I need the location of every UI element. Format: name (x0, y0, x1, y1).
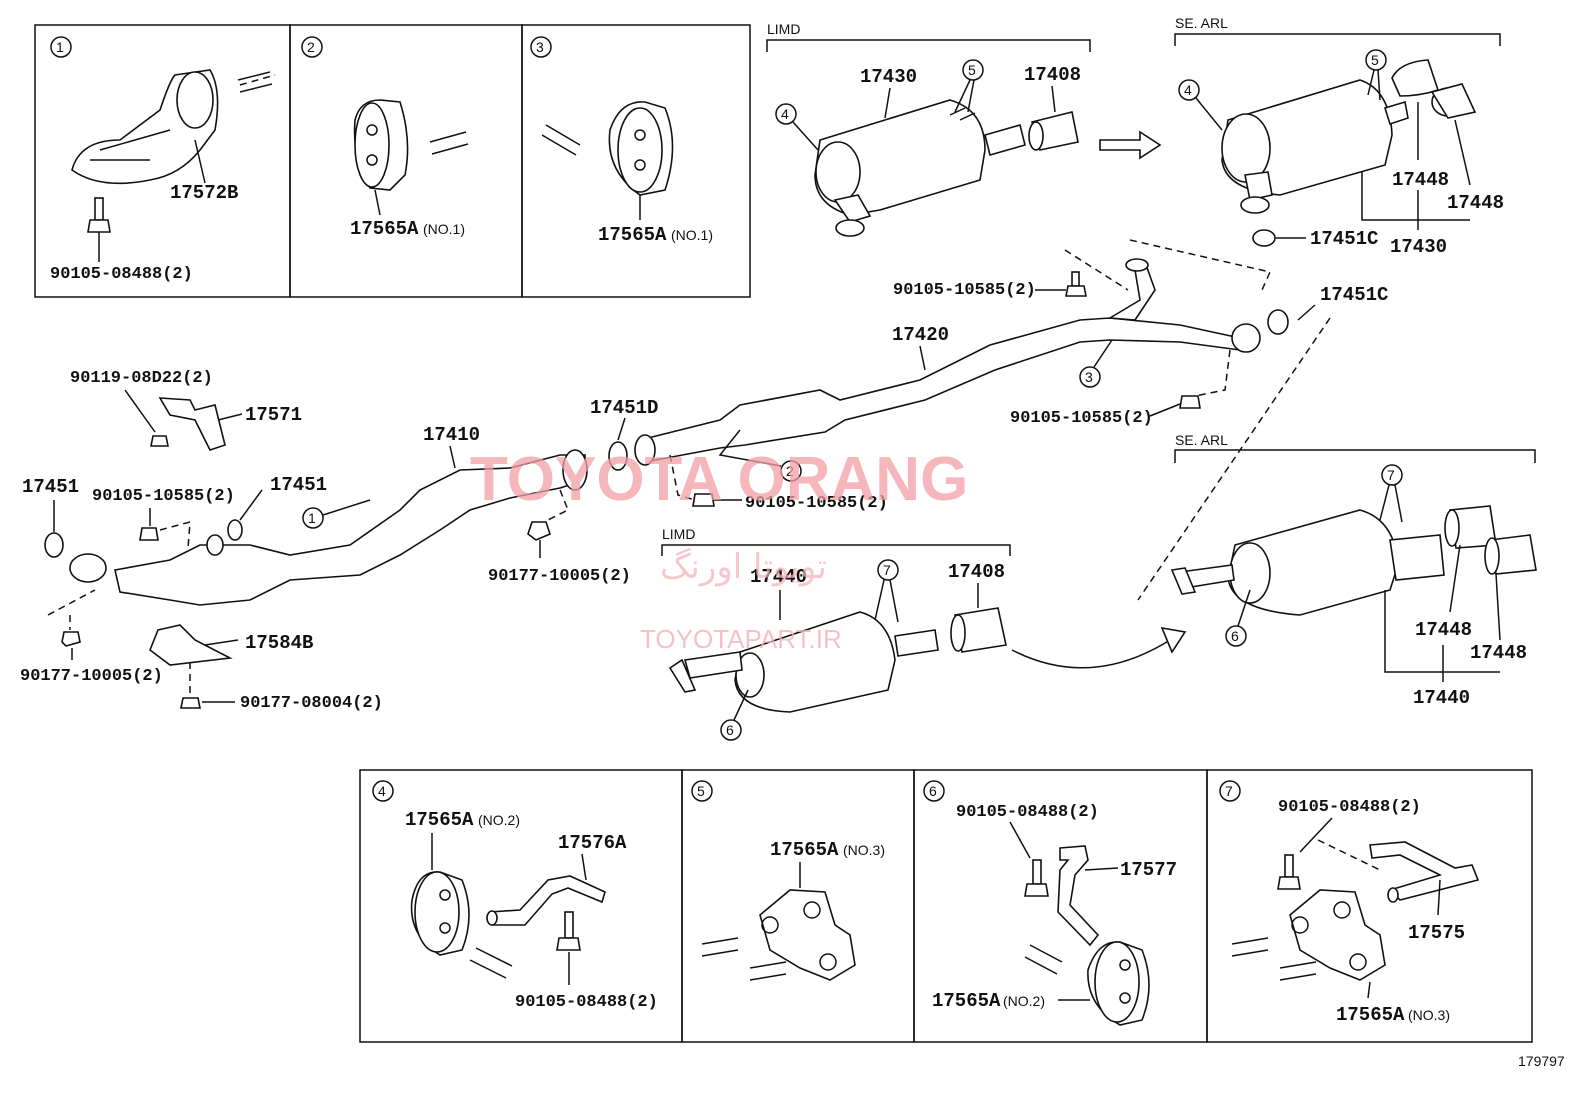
label-17576A: 17576A (558, 832, 627, 854)
label-17565A-no1-a: 17565A (350, 218, 419, 240)
watermark: TOYOTA ORANG تویوتا اورنگ TOYOTAPART.IR (470, 445, 968, 654)
label-17448-a: 17448 (1392, 169, 1449, 191)
inset-box-7: 7 90105-08488(2) 17575 17565A (NO.3) (1206, 769, 1533, 1043)
label-90105-08488-d: 90105-08488(2) (1278, 798, 1421, 817)
label-17451C-a: 17451C (1310, 228, 1378, 250)
label-17565A-no3-a: 17565A (770, 839, 839, 861)
inset-box-6: 6 90105-08488(2) 17577 17565A (NO.2) (913, 769, 1208, 1043)
label-no2-a: (NO.2) (478, 812, 520, 828)
callout-4-bottom: 4 (378, 783, 386, 799)
inset-box-5: 5 17565A (NO.3) (681, 769, 915, 1043)
limd-mid-group: LIMD 17440 7 17408 6 (661, 526, 1187, 741)
callout-5-bottom: 5 (697, 783, 705, 799)
callout-3-center: 3 (1085, 369, 1093, 385)
label-90105-08488-c: 90105-08488(2) (956, 803, 1099, 822)
callout-5-top-se: 5 (1371, 52, 1379, 68)
limd-top-group: LIMD 4 17430 5 17408 (766, 21, 1162, 237)
watermark-site: TOYOTAPART.IR (640, 624, 842, 654)
label-90105-10585-d: 90105-10585(2) (92, 487, 235, 506)
se-arl-mid-group: SE. ARL 7 6 17448 17448 17440 (1170, 432, 1537, 709)
label-17572B: 17572B (170, 182, 238, 204)
center-pipe-group: 17451C 17420 90105-10585(2) 90105-10585(… (634, 239, 1388, 601)
inset-box-2: 2 17565A (NO.1) (289, 24, 523, 298)
callout-7-mid: 7 (883, 562, 891, 578)
inset-box-1: 1 17572B 90105-08488(2) (34, 24, 291, 298)
front-pipe-group: 17451D 17410 1 90177-10005(2) 90119-08D2… (20, 369, 658, 713)
label-17430-a: 17430 (860, 66, 917, 88)
label-limd-mid: LIMD (662, 526, 695, 542)
label-17448-d: 17448 (1470, 642, 1527, 664)
label-no1-b: (NO.1) (671, 227, 713, 243)
label-17410: 17410 (423, 424, 480, 446)
callout-1: 1 (56, 39, 64, 55)
label-90105-10585-c: 90105-10585(2) (745, 494, 888, 513)
label-17451-a: 17451 (22, 476, 79, 498)
callout-6-mid-se: 6 (1231, 628, 1239, 644)
label-17565A-no3-b: 17565A (1336, 1004, 1405, 1026)
callout-7-bottom: 7 (1225, 783, 1233, 799)
label-17408-a: 17408 (1024, 64, 1081, 86)
label-17451-b: 17451 (270, 474, 327, 496)
label-90177-10005-b: 90177-10005(2) (20, 667, 163, 686)
label-17451C-b: 17451C (1320, 284, 1388, 306)
callout-2: 2 (307, 39, 315, 55)
label-se-arl-top: SE. ARL (1175, 15, 1228, 31)
label-17440-a: 17440 (750, 566, 807, 588)
label-17448-b: 17448 (1447, 192, 1504, 214)
label-17430-b: 17430 (1390, 236, 1447, 258)
inset-box-3: 3 17565A (NO.1) (521, 24, 751, 298)
label-17408-b: 17408 (948, 561, 1005, 583)
label-17420: 17420 (892, 324, 949, 346)
label-90105-08488-a: 90105-08488(2) (50, 265, 193, 284)
label-90105-10585-a: 90105-10585(2) (893, 281, 1036, 300)
label-17584B: 17584B (245, 632, 313, 654)
label-90119-08D22: 90119-08D22(2) (70, 369, 213, 388)
callout-6-bottom: 6 (929, 783, 937, 799)
se-arl-top-group: SE. ARL 4 5 17448 17448 17430 17451C (1174, 15, 1504, 258)
label-17565A-no1-b: 17565A (598, 224, 667, 246)
inset-box-4: 4 17565A (NO.2) 17576A 90105-08488(2) (359, 769, 683, 1043)
callout-2-center: 2 (786, 463, 794, 479)
label-17577: 17577 (1120, 859, 1177, 881)
label-17451D: 17451D (590, 397, 658, 419)
callout-3: 3 (536, 39, 544, 55)
callout-4-top: 4 (781, 106, 789, 122)
label-90105-10585-b: 90105-10585(2) (1010, 409, 1153, 428)
label-17440-b: 17440 (1413, 687, 1470, 709)
label-se-arl-mid: SE. ARL (1175, 432, 1228, 448)
watermark-main: TOYOTA ORANG (470, 445, 968, 514)
label-no1-a: (NO.1) (423, 221, 465, 237)
label-no2-b: (NO.2) (1003, 993, 1045, 1009)
label-17448-c: 17448 (1415, 619, 1472, 641)
callout-1-front: 1 (308, 510, 316, 526)
label-limd-top: LIMD (767, 21, 800, 37)
label-no3-b: (NO.3) (1408, 1007, 1450, 1023)
callout-5-top: 5 (968, 62, 976, 78)
callout-6-mid: 6 (726, 722, 734, 738)
label-90105-08488-b: 90105-08488(2) (515, 993, 658, 1012)
callout-4-top-se: 4 (1184, 82, 1192, 98)
label-17575: 17575 (1408, 922, 1465, 944)
label-17571: 17571 (245, 404, 302, 426)
label-90177-08004: 90177-08004(2) (240, 694, 383, 713)
watermark-farsi: تویوتا اورنگ (660, 547, 827, 587)
callout-7-mid-se: 7 (1387, 467, 1395, 483)
label-17565A-no2-b: 17565A (932, 990, 1001, 1012)
diagram-number: 179797 (1518, 1053, 1565, 1069)
label-17565A-no2-a: 17565A (405, 809, 474, 831)
label-90177-10005-a: 90177-10005(2) (488, 567, 631, 586)
label-no3-a: (NO.3) (843, 842, 885, 858)
